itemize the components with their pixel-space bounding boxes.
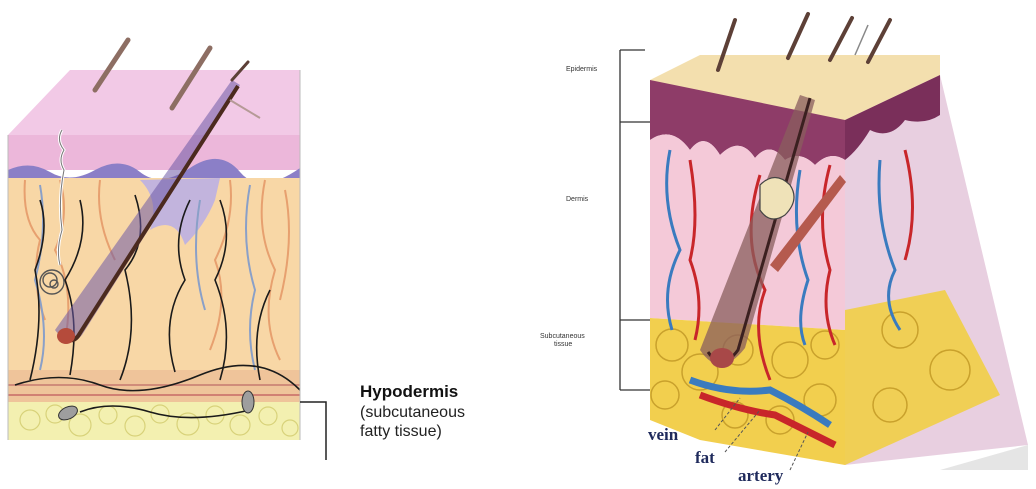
subcutaneous-label-line1: Subcutaneous — [540, 333, 585, 341]
subcutaneous-label: Subcutaneous tissue — [540, 333, 585, 349]
hypodermis-sublabel-line1: (subcutaneous — [360, 403, 500, 422]
right-skin-block — [650, 14, 1028, 470]
hypodermis-sublabel: (subcutaneous fatty tissue) — [360, 403, 500, 441]
subcutaneous-label-line2: tissue — [540, 341, 585, 349]
hypodermis-bracket — [300, 402, 326, 460]
left-epidermis — [8, 135, 300, 170]
artery-label: artery — [738, 466, 783, 486]
dermis-label: Dermis — [566, 196, 588, 204]
left-skin-surface — [8, 70, 300, 135]
hypodermis-label: Hypodermis — [360, 382, 458, 402]
vein-label: vein — [648, 425, 678, 445]
left-skin-block — [8, 40, 300, 440]
epidermis-label: Epidermis — [566, 66, 597, 74]
layer-bracket — [620, 50, 650, 390]
hypodermis-sublabel-line2: fatty tissue) — [360, 422, 500, 441]
fat-label: fat — [695, 448, 715, 468]
